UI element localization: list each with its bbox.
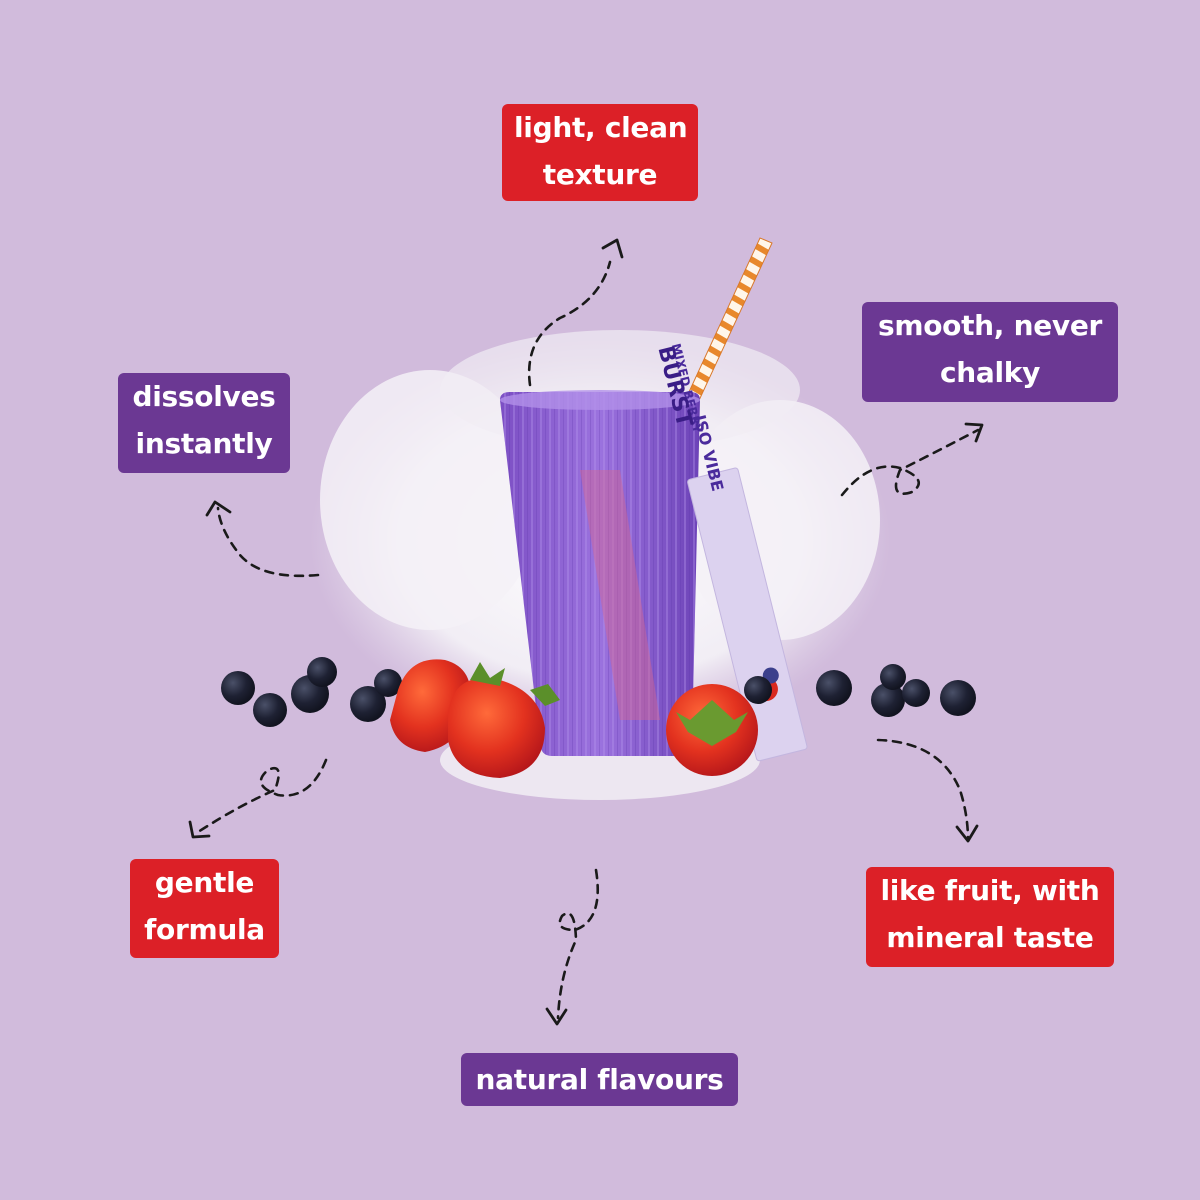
callout-gentle-line1: gentle: [154, 866, 255, 899]
arrow-heads: [188, 238, 984, 1026]
callout-dissolves-line2: instantly: [135, 427, 273, 460]
arrow-to-natural: [556, 868, 600, 1020]
callout-fruit-line2: mineral taste: [886, 921, 1094, 954]
arrowhead-fruit: [955, 824, 979, 843]
blueberries-left: [221, 657, 402, 727]
dashed-arrows: [196, 260, 980, 1020]
callout-natural-line1: natural flavours: [475, 1063, 724, 1096]
callout-gentle-formula: gentle formula: [130, 859, 279, 958]
drink-glass: [500, 390, 700, 756]
callout-fruit-line1: like fruit, with: [880, 874, 1100, 907]
callout-gentle-line2: formula: [144, 913, 265, 946]
callout-light-clean-line2: texture: [542, 158, 658, 191]
strawberries: [390, 659, 758, 778]
callout-smooth-never-chalky: smooth, never chalky: [862, 302, 1118, 402]
arrow-to-dissolves: [216, 506, 320, 578]
arrowhead-smooth: [964, 422, 984, 443]
arrow-to-smooth: [840, 428, 980, 497]
callout-like-fruit-mineral-taste: like fruit, with mineral taste: [866, 867, 1114, 967]
arrow-to-texture: [527, 260, 612, 387]
blueberries-right: [744, 664, 976, 717]
arrowhead-dissolves: [205, 500, 232, 517]
callout-light-clean-texture: light, clean texture: [502, 104, 698, 201]
callout-smooth-line1: smooth, never: [877, 309, 1103, 342]
callout-light-clean-line1: light, clean: [514, 111, 688, 144]
arrowhead-natural: [545, 1007, 568, 1026]
callout-smooth-line2: chalky: [939, 356, 1041, 389]
callout-dissolves-line1: dissolves: [132, 380, 276, 413]
callout-natural-flavours: natural flavours: [461, 1053, 738, 1106]
arrow-to-fruit: [876, 738, 970, 842]
arrowhead-gentle: [188, 820, 211, 839]
arrowhead-texture: [601, 238, 624, 259]
callout-dissolves-instantly: dissolves instantly: [118, 373, 290, 473]
arrow-to-gentle: [196, 758, 328, 834]
